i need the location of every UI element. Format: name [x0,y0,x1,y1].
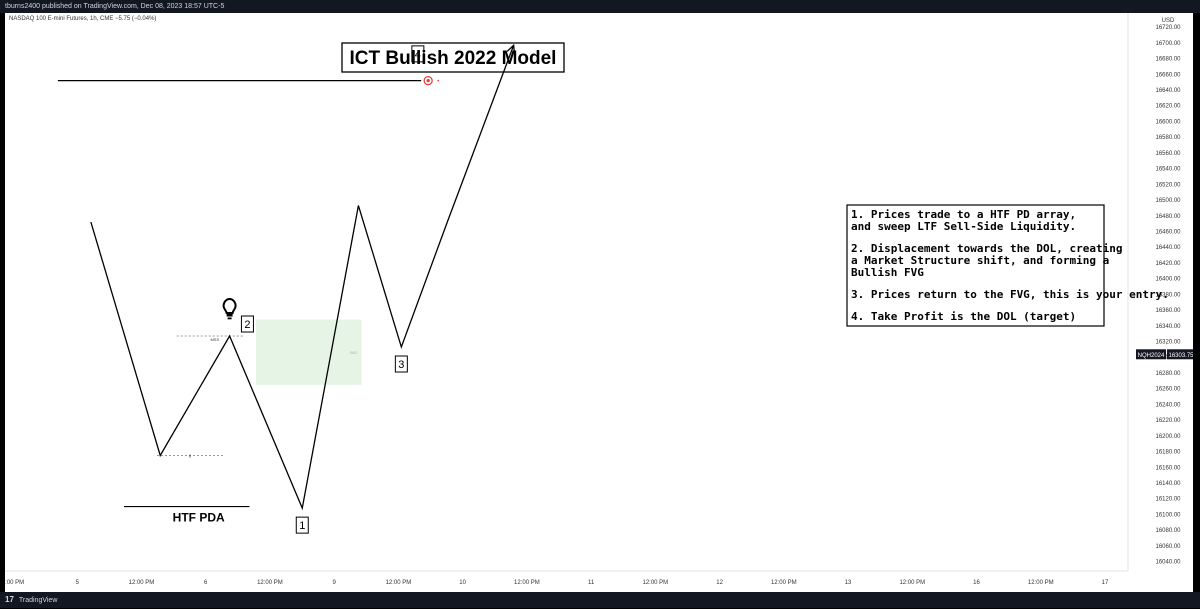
note-line: 4. Take Profit is the DOL (target) [851,310,1076,323]
brand-name: TradingView [19,597,58,604]
y-tick-label: 16140.00 [1155,481,1181,487]
lightbulb-glass [224,299,236,313]
x-tick-label: 2:00 PM [5,580,24,586]
price-tag-value: 16303.75 [1168,353,1193,359]
x-tick-label: 12:00 PM [771,580,797,586]
y-tick-label: 16660.00 [1155,72,1181,78]
lightbulb-icon [224,299,236,319]
publisher-bar: tburns2400 published on TradingView.com,… [0,0,1200,13]
y-tick-label: 16680.00 [1155,57,1181,63]
y-tick-label: 16320.00 [1155,340,1181,346]
x-tick-label: 11 [588,580,595,586]
sweep-label: x [189,453,192,459]
y-tick-label: 16520.00 [1155,182,1181,188]
target-icon-center [427,79,430,82]
y-tick-label: 16160.00 [1155,465,1181,471]
chart-title: ICT Bullish 2022 Model [350,48,557,69]
y-tick-label: 16060.00 [1155,544,1181,550]
y-tick-label: 16580.00 [1155,135,1181,141]
y-tick-label: 16040.00 [1155,560,1181,566]
y-tick-label: 16480.00 [1155,214,1181,220]
x-tick-label: 12:00 PM [257,580,283,586]
x-tick-label: 12:00 PM [899,580,925,586]
x-tick-label: 12:00 PM [1028,580,1054,586]
x-tick-label: 16 [973,580,980,586]
step-3-label: 3 [398,359,404,371]
y-tick-label: 16420.00 [1155,261,1181,267]
y-tick-label: 16560.00 [1155,151,1181,157]
y-tick-label: 16400.00 [1155,277,1181,283]
step-1-label: 1 [299,520,305,532]
x-tick-label: 13 [845,580,852,586]
symbol-info: NASDAQ 100 E-mini Futures, 1h, CME −5.75… [9,16,156,22]
tradingview-logo-icon: 17 [5,592,14,608]
x-tick-label: 12:00 PM [386,580,412,586]
fvg-label: BIG [350,350,357,355]
y-tick-label: 16540.00 [1155,167,1181,173]
lightbulb-base [227,314,233,317]
symbol-tag-label: NQH2024 [1138,353,1165,359]
step-2-label: 2 [244,319,250,331]
y-tick-label: 16240.00 [1155,402,1181,408]
x-tick-label: 12:00 PM [129,580,155,586]
y-tick-label: 16640.00 [1155,88,1181,94]
publisher-text: tburns2400 published on TradingView.com,… [5,3,224,10]
note-line: 3. Prices return to the FVG, this is you… [851,288,1169,301]
y-tick-label: 16620.00 [1155,104,1181,110]
price-axis [1128,13,1193,592]
y-tick-label: 16100.00 [1155,512,1181,518]
target-dot [437,80,439,82]
footer-bar: 17 TradingView [0,592,1200,608]
lightbulb-tip [228,318,232,320]
x-tick-label: 17 [1102,580,1109,586]
y-tick-label: 16720.00 [1155,25,1181,31]
y-tick-label: 16120.00 [1155,497,1181,503]
x-tick-label: 9 [333,580,337,586]
x-tick-label: 12:00 PM [643,580,669,586]
fvg-zone [256,320,362,385]
price-path [91,45,514,508]
htf-pda-label: HTF PDA [173,511,225,525]
y-tick-label: 16700.00 [1155,41,1181,47]
y-tick-label: 16080.00 [1155,528,1181,534]
currency-label: USD [1162,18,1175,24]
x-tick-label: 5 [76,580,80,586]
y-tick-label: 16220.00 [1155,418,1181,424]
y-tick-label: 16260.00 [1155,387,1181,393]
x-tick-label: 10 [459,580,466,586]
x-tick-label: 12 [716,580,723,586]
y-tick-label: 16500.00 [1155,198,1181,204]
y-tick-label: 16200.00 [1155,434,1181,440]
note-line: Bullish FVG [851,266,924,279]
x-tick-label: 6 [204,580,208,586]
y-tick-label: 16440.00 [1155,245,1181,251]
y-tick-label: 16600.00 [1155,119,1181,125]
y-tick-label: 16340.00 [1155,324,1181,330]
y-tick-label: 16360.00 [1155,308,1181,314]
x-tick-label: 12:00 PM [514,580,540,586]
mss-label: MSS [210,337,219,342]
note-line: and sweep LTF Sell-Side Liquidity. [851,220,1076,233]
y-tick-label: 16460.00 [1155,229,1181,235]
y-tick-label: 16180.00 [1155,450,1181,456]
y-tick-label: 16280.00 [1155,371,1181,377]
